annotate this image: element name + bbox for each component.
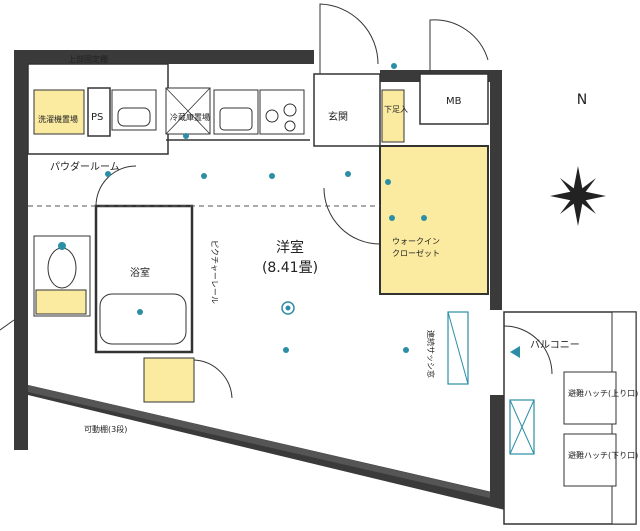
walk-in-closet xyxy=(379,145,489,295)
light-marker xyxy=(403,347,409,353)
shoe-storage-box xyxy=(381,89,405,143)
entrance-box xyxy=(313,73,381,147)
movable-shelf-label: 可動棚(3段) xyxy=(84,424,127,434)
light-marker xyxy=(391,63,397,69)
fridge-area-label: 冷蔵庫置場 xyxy=(170,112,210,122)
hatch-bottom xyxy=(563,433,617,487)
bathroom-door-swing xyxy=(95,165,137,207)
bathtub xyxy=(99,293,187,345)
light-marker xyxy=(345,171,351,177)
bottom-slanted-band xyxy=(28,385,490,498)
upper-fixed-shelf-label: 上部固定棚 xyxy=(68,54,108,64)
right-wall-lower xyxy=(490,395,504,495)
ps-box xyxy=(87,87,111,137)
light-marker xyxy=(183,133,189,139)
kitchen-sink-bowl xyxy=(219,107,253,131)
closet-label-2: クローゼット xyxy=(392,248,440,258)
mb-right-wall xyxy=(490,70,502,310)
toilet-storage xyxy=(35,289,87,315)
movable-shelf-box xyxy=(143,357,195,403)
stove-burner-1 xyxy=(265,109,279,123)
closet-label-1: ウォークイン xyxy=(392,237,440,246)
outdoor-unit-x2 xyxy=(509,399,535,455)
outer-bottom-thin xyxy=(0,319,15,331)
fixture-markers xyxy=(58,63,427,353)
entrance-label: 玄関 xyxy=(328,110,348,123)
bathroom-label: 浴室 xyxy=(130,266,150,279)
compass-label: N xyxy=(577,92,587,108)
balcony-label: バルコニー xyxy=(530,339,580,351)
light-marker xyxy=(389,215,395,221)
ceiling-light-icon xyxy=(281,301,295,315)
left-wall xyxy=(14,50,28,450)
mb-label: MB xyxy=(446,96,462,107)
washer-area-box xyxy=(33,89,85,135)
ceiling-light-inner xyxy=(285,305,291,311)
continuous-window-label: 連続サッシ窓 xyxy=(426,330,436,378)
fridge-cross-2 xyxy=(165,87,211,135)
powder-room-label: パウダールーム xyxy=(50,160,120,173)
wash-basin-bowl xyxy=(117,107,151,127)
top-wall-left xyxy=(14,50,314,64)
stove-box xyxy=(259,89,305,135)
light-marker xyxy=(201,173,207,179)
storage-door-swing xyxy=(193,359,233,399)
light-marker xyxy=(385,179,391,185)
hatch-bottom-label: 避難ハッチ(下り口) xyxy=(568,450,638,460)
entrance-door-swing xyxy=(319,3,379,74)
western-room-label: 洋室 xyxy=(276,239,304,256)
window-sash-line xyxy=(447,311,469,385)
light-marker xyxy=(58,242,66,250)
stove-burner-2 xyxy=(283,103,297,117)
closet-door-swing xyxy=(323,187,381,245)
kitchen-sink xyxy=(213,89,259,135)
compass-icon xyxy=(550,166,606,226)
hatch-top xyxy=(563,371,617,425)
ps-label: PS xyxy=(91,112,103,123)
light-marker xyxy=(137,309,143,315)
hatch-top-label: 避難ハッチ(上り口) xyxy=(568,388,638,398)
wash-basin xyxy=(111,89,157,131)
picture-rail-label: ピクチャーレール xyxy=(210,240,219,304)
light-marker xyxy=(283,347,289,353)
light-marker xyxy=(269,173,275,179)
balcony-door-swing xyxy=(503,325,553,375)
balcony-arrow-icon xyxy=(510,346,520,358)
western-room-size: (8.41畳) xyxy=(262,260,318,276)
light-marker xyxy=(421,215,427,221)
shoe-storage-label: 下足入 xyxy=(384,105,408,114)
stove-burner-3 xyxy=(284,120,296,132)
mb-door-swing xyxy=(429,19,489,74)
washer-area-label: 洗濯機置場 xyxy=(38,114,78,124)
mb-box xyxy=(419,73,489,125)
light-marker xyxy=(105,171,111,177)
